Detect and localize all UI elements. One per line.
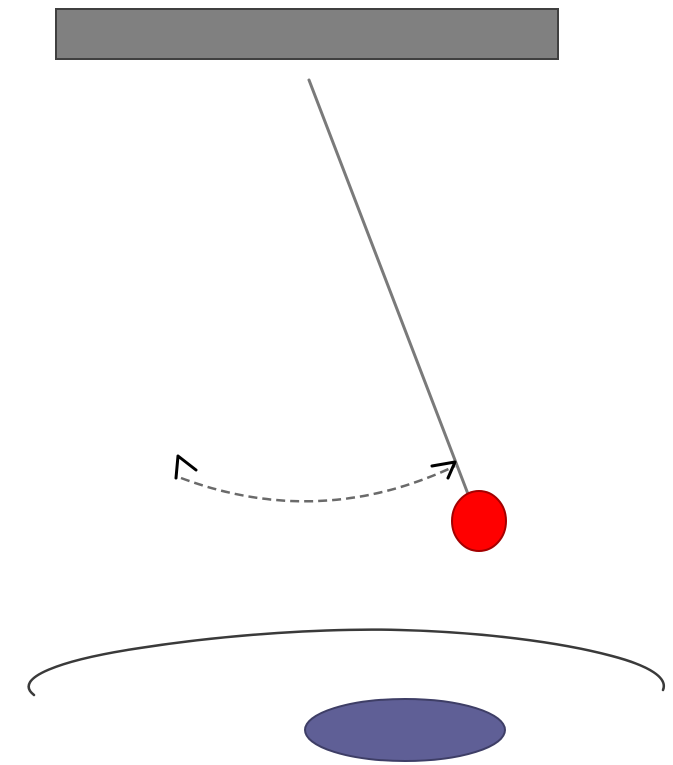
base-ellipse: [304, 698, 506, 762]
swing-arc-right-arrowhead: [430, 460, 457, 480]
pendulum-bob: [451, 490, 507, 552]
pendulum-string: [307, 78, 470, 496]
support-beam: [55, 8, 559, 60]
swing-arc: [180, 464, 456, 503]
swing-arc-left-arrowhead: [174, 454, 198, 480]
orbit-path: [27, 628, 666, 697]
